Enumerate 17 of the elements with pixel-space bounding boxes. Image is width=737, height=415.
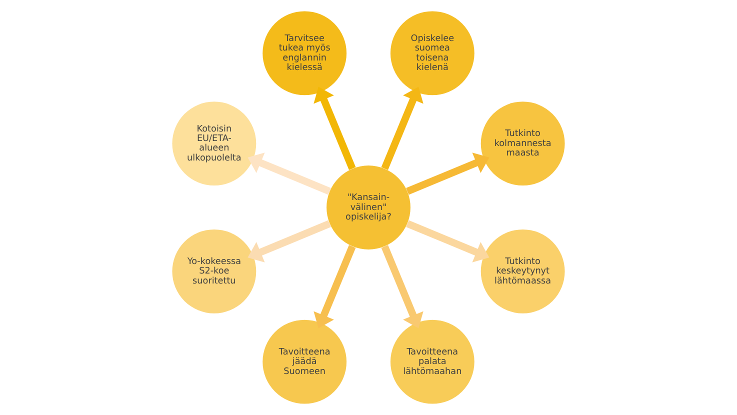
node-circle: Tutkinto kolmannesta maasta <box>480 102 565 186</box>
arrow <box>406 220 490 262</box>
node-circle: Kotoisin EU/ETA- alueen ulkopuolelta <box>172 102 256 186</box>
arrow <box>381 245 424 328</box>
node-circle: Tarvitsee tukea myös englannin kielessä <box>262 11 347 96</box>
node-circle: Tavoitteena palata lähtömaahan <box>390 320 474 404</box>
node-circle: Tutkinto keskeytynyt lähtömaassa <box>480 229 565 314</box>
arrow <box>381 86 424 170</box>
node-circle: Opiskelee suomea toisena kielenä <box>390 11 474 96</box>
arrow <box>248 152 331 195</box>
arrow <box>406 152 490 195</box>
node-circle: Yo-kokeessa S2-koe suoritettu <box>172 229 256 314</box>
arrow <box>248 220 331 262</box>
node-circle: Tavoitteena jäädä Suomeen <box>262 320 347 404</box>
arrow <box>314 86 356 170</box>
arrow <box>314 245 356 328</box>
node-circle: "Kansain- välinen" opiskelija? <box>326 166 410 250</box>
